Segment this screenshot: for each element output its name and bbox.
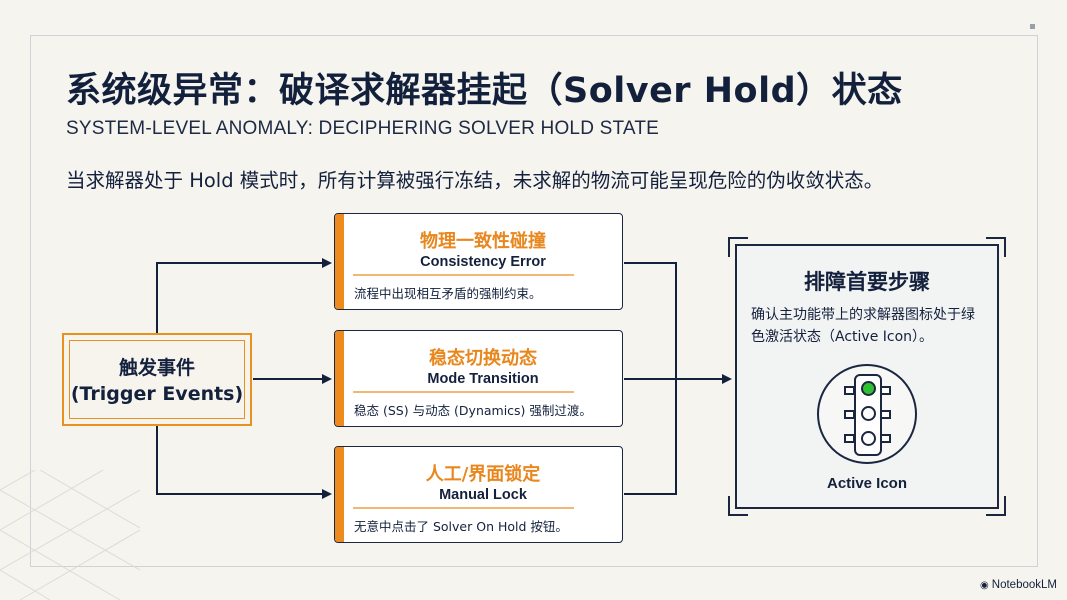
card-description: 流程中出现相互矛盾的强制约束。 <box>354 286 542 301</box>
panel-title: 排障首要步骤 <box>804 270 930 294</box>
card-accent-bar <box>335 214 344 309</box>
active-icon-caption: Active Icon <box>826 475 908 492</box>
page-subtitle: SYSTEM-LEVEL ANOMALY: DECIPHERING SOLVER… <box>66 118 660 139</box>
frame-left-line <box>30 35 31 567</box>
cause-card-mode-transition: 稳态切换动态 Mode Transition 稳态 (SS) 与动态 (Dyna… <box>334 330 623 427</box>
trigger-label-cn: 触发事件 <box>118 357 195 379</box>
frame-corner-mark <box>1030 24 1035 29</box>
middle-lamp <box>861 406 876 421</box>
card-description: 无意中点击了 Solver On Hold 按钮。 <box>354 519 568 534</box>
frame-bottom-line <box>30 566 1038 567</box>
panel-body: 确认主功能带上的求解器图标处于绿色激活状态（Active Icon）。 <box>751 307 975 345</box>
notebooklm-logo-icon: ◉ <box>980 580 989 591</box>
background-grid-decoration <box>0 470 140 600</box>
green-lamp <box>861 381 876 396</box>
card-title-cn: 稳态切换动态 <box>429 348 537 369</box>
traffic-light-icon <box>854 374 882 456</box>
card-divider <box>353 507 574 509</box>
card-title-en: Manual Lock <box>439 487 527 503</box>
page-title: 系统级异常：破译求解器挂起（Solver Hold）状态 <box>66 71 903 111</box>
cause-card-manual-lock: 人工/界面锁定 Manual Lock 无意中点击了 Solver On Hol… <box>334 446 623 543</box>
card-accent-bar <box>335 331 344 426</box>
card-divider <box>353 274 574 276</box>
trigger-events-box: 触发事件 (Trigger Events) <box>62 333 252 426</box>
panel-corner-brackets <box>728 237 1006 516</box>
card-divider <box>353 391 574 393</box>
card-description: 稳态 (SS) 与动态 (Dynamics) 强制过渡。 <box>354 403 592 418</box>
frame-top-line <box>30 35 1038 36</box>
card-title-cn: 人工/界面锁定 <box>425 464 541 485</box>
lead-text: 当求解器处于 Hold 模式时，所有计算被强行冻结，未求解的物流可能呈现危险的伪… <box>66 169 884 192</box>
brand-label: NotebookLM <box>991 579 1057 591</box>
card-accent-bar <box>335 447 344 542</box>
card-title-cn: 物理一致性碰撞 <box>420 231 546 252</box>
trigger-label-en: (Trigger Events) <box>70 383 244 405</box>
bottom-lamp <box>861 431 876 446</box>
frame-right-line <box>1037 35 1038 567</box>
trigger-label: 触发事件 (Trigger Events) <box>64 355 250 407</box>
card-title-en: Mode Transition <box>427 371 539 387</box>
card-title-en: Consistency Error <box>420 254 546 270</box>
cause-card-consistency: 物理一致性碰撞 Consistency Error 流程中出现相互矛盾的强制约束… <box>334 213 623 310</box>
troubleshooting-panel: 排障首要步骤 确认主功能带上的求解器图标处于绿色激活状态（Active Icon… <box>735 244 999 509</box>
brand-watermark: ◉NotebookLM <box>980 579 1057 591</box>
